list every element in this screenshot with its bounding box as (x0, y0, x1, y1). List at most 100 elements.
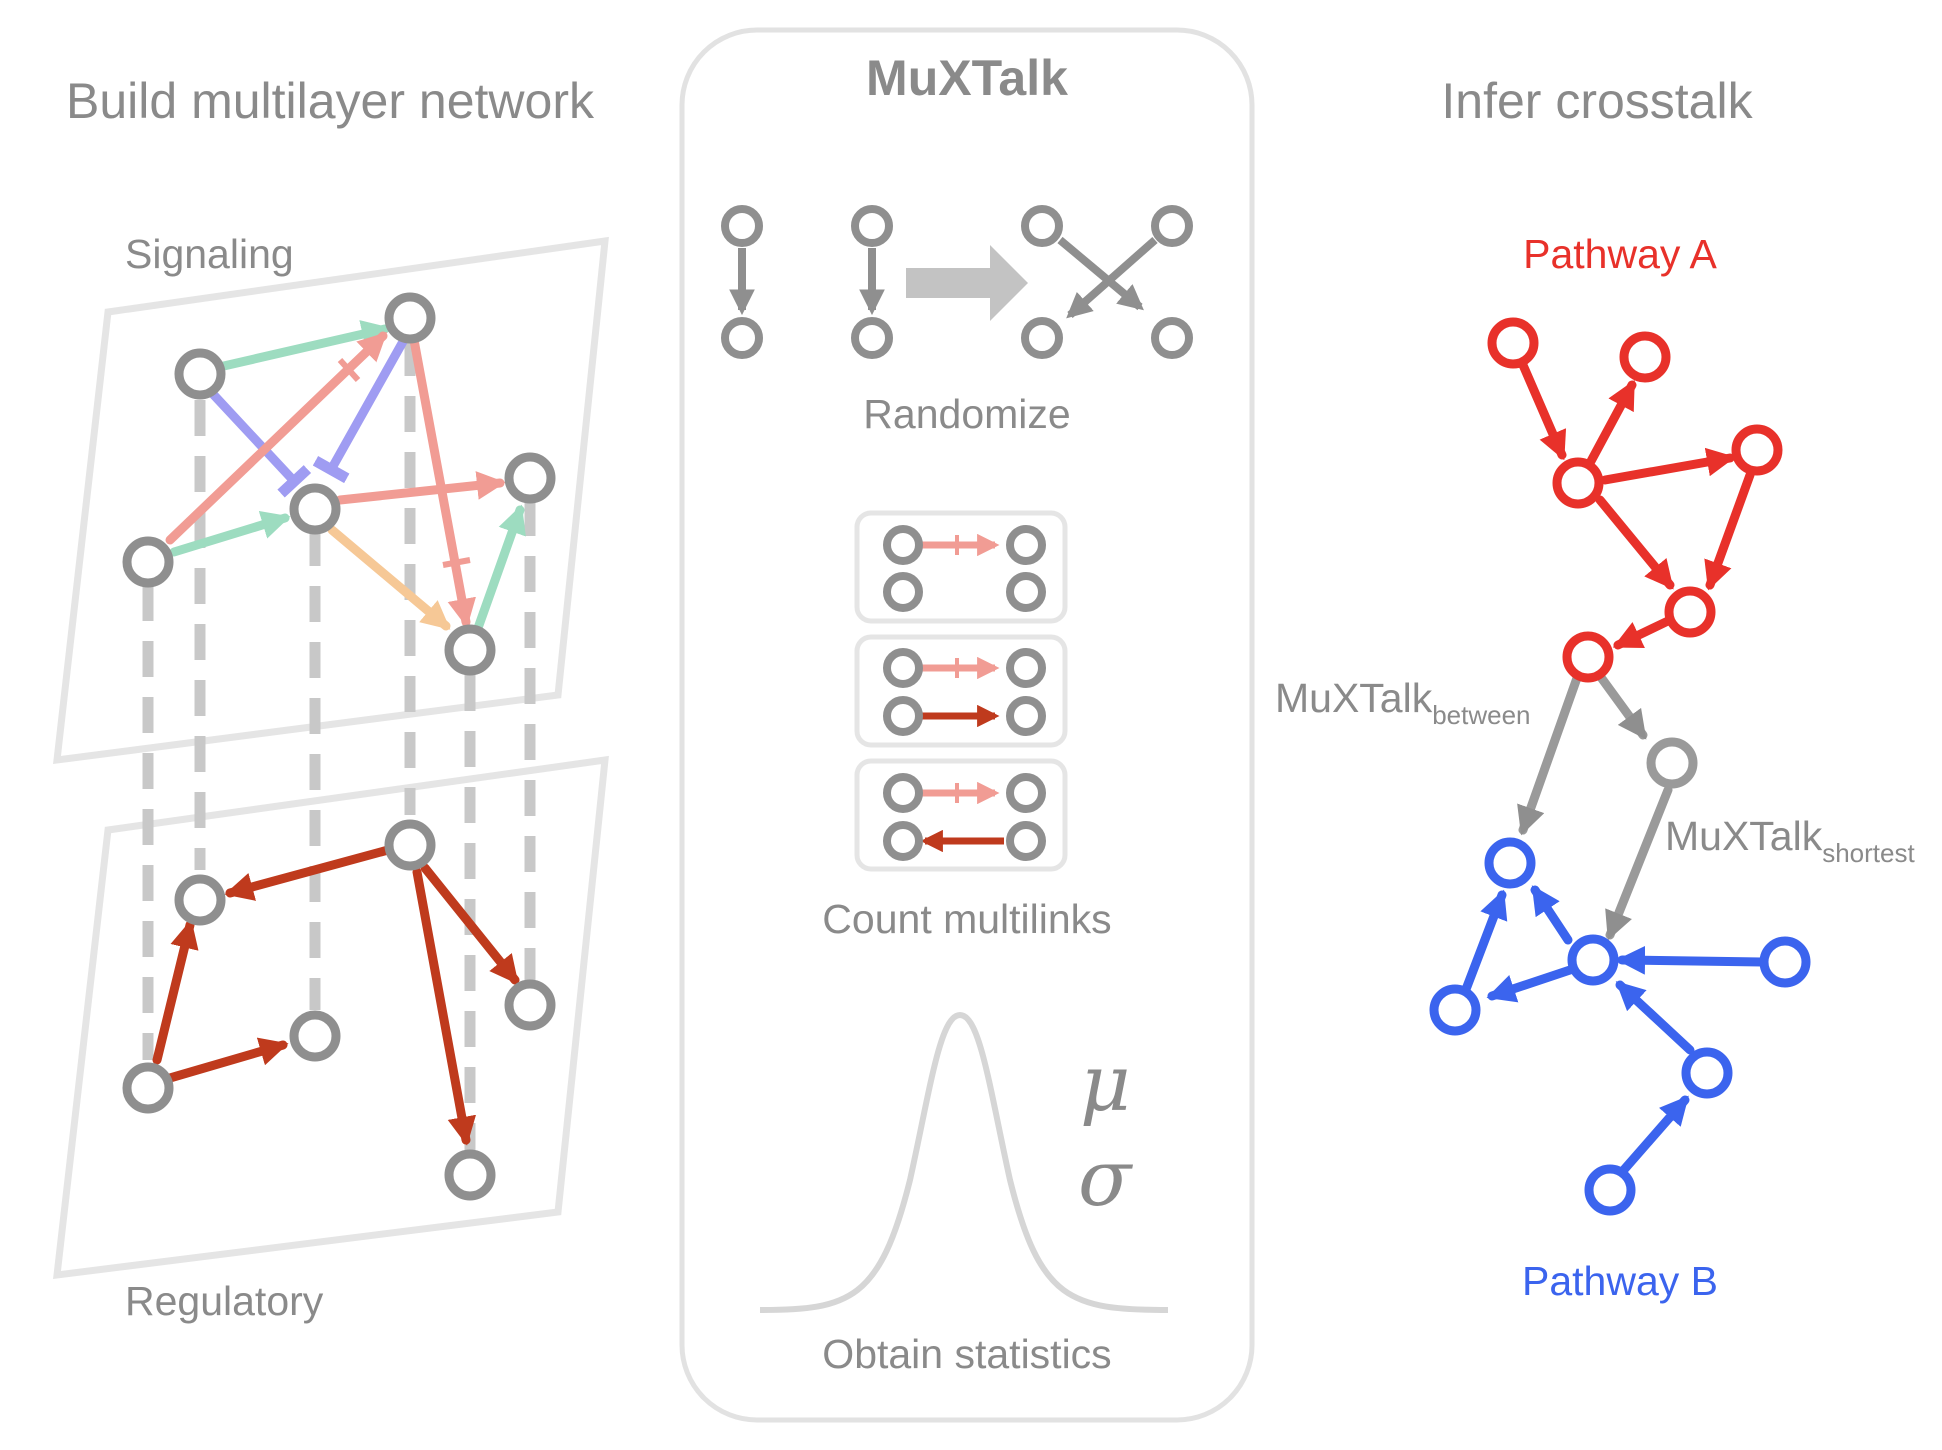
network-node (174, 348, 226, 400)
network-node (384, 819, 436, 871)
node (1006, 525, 1046, 565)
node (1151, 317, 1193, 359)
node (1006, 773, 1046, 813)
right-title: Infer crosstalk (1441, 73, 1753, 129)
regulatory-edge (420, 863, 520, 985)
pathway-b-node (1567, 934, 1619, 986)
pathway-a-label: Pathway A (1523, 231, 1717, 277)
muxtalk-box (679, 27, 1255, 1423)
node (883, 696, 923, 736)
obtain-statistics-label: Obtain statistics (822, 1331, 1111, 1377)
node (1006, 696, 1046, 736)
node (1151, 205, 1193, 247)
multilink-box (854, 510, 1068, 624)
node (1006, 648, 1046, 688)
node (721, 317, 763, 359)
regulatory-edge (224, 845, 393, 901)
pathway-a-node (1731, 424, 1783, 476)
network-node (504, 452, 556, 504)
pathway-b-node (1759, 936, 1811, 988)
count-multilinks-label: Count multilinks (822, 896, 1111, 942)
randomize-arrow (906, 245, 1028, 321)
signaling-edge (473, 504, 526, 633)
pathway-b-node (1429, 984, 1481, 1036)
pathway-edge (1617, 1095, 1690, 1177)
network-node (444, 1149, 496, 1201)
interlayer-links (142, 340, 536, 1150)
node (851, 317, 893, 359)
multilink-box (854, 758, 1068, 872)
signaling-label: Signaling (125, 231, 294, 277)
inhibition-tick (442, 557, 471, 568)
left-nodes (122, 292, 556, 1201)
network-node (122, 536, 174, 588)
regulatory-plane (53, 755, 609, 1280)
muxtalk-shortest-base: MuXTalk (1665, 813, 1823, 859)
crosstalk-edge (1517, 673, 1582, 836)
network-node (122, 1062, 174, 1114)
node (883, 821, 923, 861)
edge (1066, 237, 1158, 319)
pathway-edge (1616, 945, 1767, 975)
pathway-edge (1455, 889, 1508, 1010)
signaling-edge (312, 333, 410, 484)
edge (1057, 236, 1144, 311)
pathway-edge (1612, 615, 1675, 650)
inhibition-tick (337, 357, 361, 383)
pathway-edge (1704, 470, 1755, 591)
pathway-edge (1600, 447, 1736, 485)
pathway-a-nodes (1487, 317, 1783, 683)
network-node (289, 1010, 341, 1062)
pathway-edge (1486, 965, 1575, 1003)
node (851, 205, 893, 247)
randomize-illustration (721, 205, 1193, 359)
crosstalk-edges (1517, 671, 1673, 941)
node (883, 572, 923, 612)
network-node (504, 979, 556, 1031)
muxtalk-shortest-sub: shortest (1822, 838, 1915, 868)
signaling-plane (53, 236, 609, 765)
regulatory-edges (152, 845, 520, 1146)
node (883, 525, 923, 565)
regulatory-edge (412, 867, 477, 1146)
node (721, 205, 763, 247)
pathway-b-nodes (1429, 837, 1811, 1216)
regulatory-edge (152, 919, 199, 1065)
multilink-boxes (854, 510, 1068, 872)
pathway-edge (1615, 980, 1695, 1055)
node (883, 773, 923, 813)
node (883, 648, 923, 688)
signaling-edge (327, 525, 451, 631)
pathway-edge (1518, 360, 1567, 461)
pathway-b-node (1484, 837, 1536, 889)
pathway-b-node (1584, 1164, 1636, 1216)
crosstalk-edge (1595, 671, 1648, 740)
node (1021, 317, 1063, 359)
signaling-edge (207, 388, 312, 498)
node (1006, 821, 1046, 861)
muxtalk-between-sub: between (1432, 700, 1530, 730)
left-title: Build multilayer network (66, 73, 595, 129)
muxtalk-between-base: MuXTalk (1275, 675, 1433, 721)
network-node (174, 874, 226, 926)
crosstalk-edge (1605, 785, 1673, 941)
pathway-a-node (1664, 586, 1716, 638)
pathway-a-node (1619, 331, 1671, 383)
randomize-label: Randomize (863, 391, 1070, 437)
signaling-edge (335, 471, 506, 505)
pathway-edge (1595, 495, 1675, 590)
regulatory-edge (165, 1037, 289, 1083)
regulatory-label: Regulatory (125, 1278, 324, 1324)
gaussian-curve (759, 1011, 1169, 1313)
pathway-a-node (1562, 631, 1614, 683)
pathway-a-edges (1518, 360, 1755, 650)
intermediate-node (1646, 737, 1698, 789)
pathway-a-node (1487, 317, 1539, 369)
pathway-b-node (1681, 1047, 1733, 1099)
signaling-edge (409, 335, 476, 628)
mu-symbol: μ (1080, 1039, 1131, 1129)
pathway-edge (1585, 379, 1637, 468)
signaling-edge (169, 510, 291, 557)
network-node (384, 292, 436, 344)
pathway-a-node (1552, 457, 1604, 509)
